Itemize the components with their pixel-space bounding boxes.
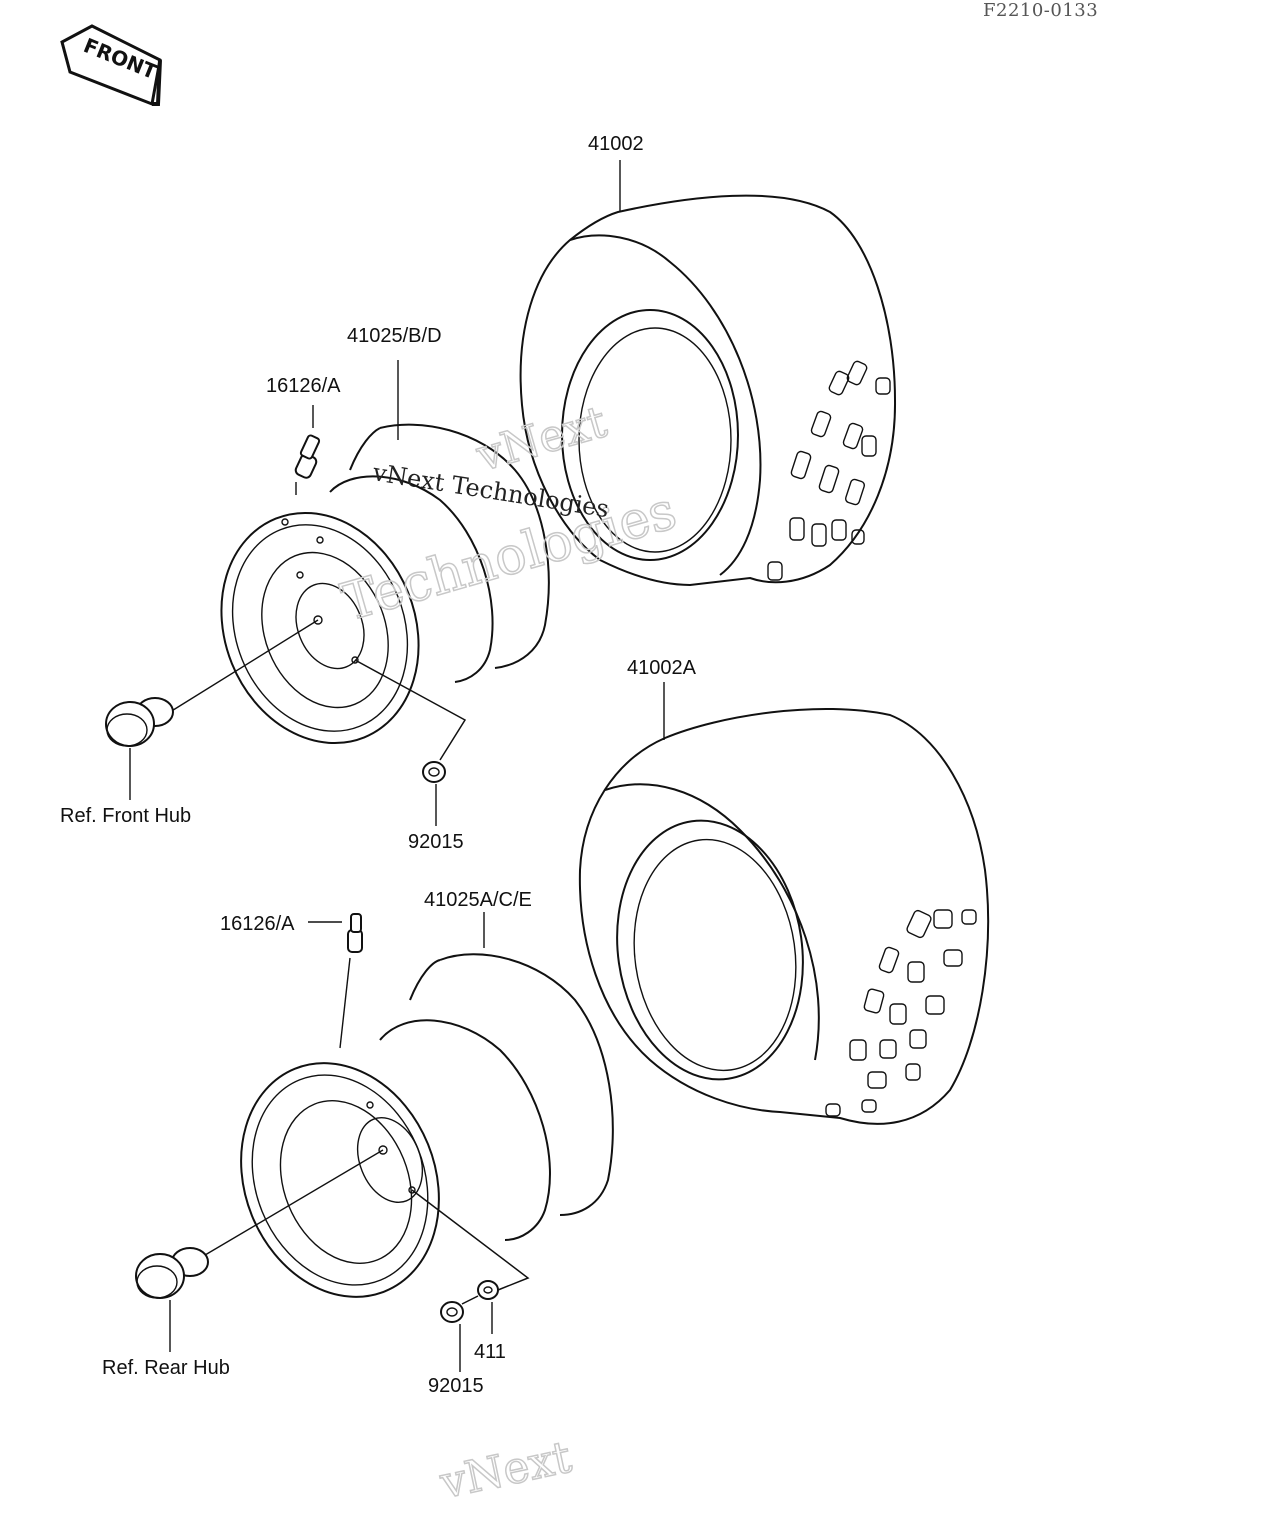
label-41002: 41002: [588, 133, 644, 155]
label-411: 411: [474, 1341, 506, 1363]
label-41025a-c-e: 41025A/C/E: [424, 889, 532, 911]
nut-front: [354, 659, 467, 826]
label-16126-a-front: 16126/A: [266, 375, 341, 397]
rim-front: [220, 360, 550, 745]
tire-rear: [578, 682, 990, 1125]
label-92015-rear: 92015: [428, 1375, 484, 1397]
label-16126-a-rear: 16126/A: [220, 913, 295, 935]
valve-stem-rear: [308, 913, 363, 1049]
watermark-bottom: vNext: [435, 1432, 576, 1510]
watermark-line1: vNext: [470, 396, 612, 482]
label-ref-front-hub: Ref. Front Hub: [60, 805, 191, 827]
figure-code: F2210-0133: [983, 0, 1099, 21]
hub-rear: [135, 1149, 384, 1352]
valve-stem-front: [294, 405, 321, 495]
watermark: vNext Technologies vNext Technologies vN…: [335, 396, 684, 1510]
label-ref-rear-hub: Ref. Rear Hub: [102, 1357, 230, 1379]
tire-front: [519, 194, 897, 587]
rim-rear: [240, 912, 614, 1298]
label-41002a: 41002A: [627, 657, 697, 679]
hub-front: [105, 619, 319, 800]
label-41025-b-d: 41025/B/D: [347, 325, 442, 347]
label-92015-front: 92015: [408, 831, 464, 853]
front-arrow-icon: FRONT: [60, 24, 162, 107]
nut-washer-rear: [411, 1189, 530, 1372]
